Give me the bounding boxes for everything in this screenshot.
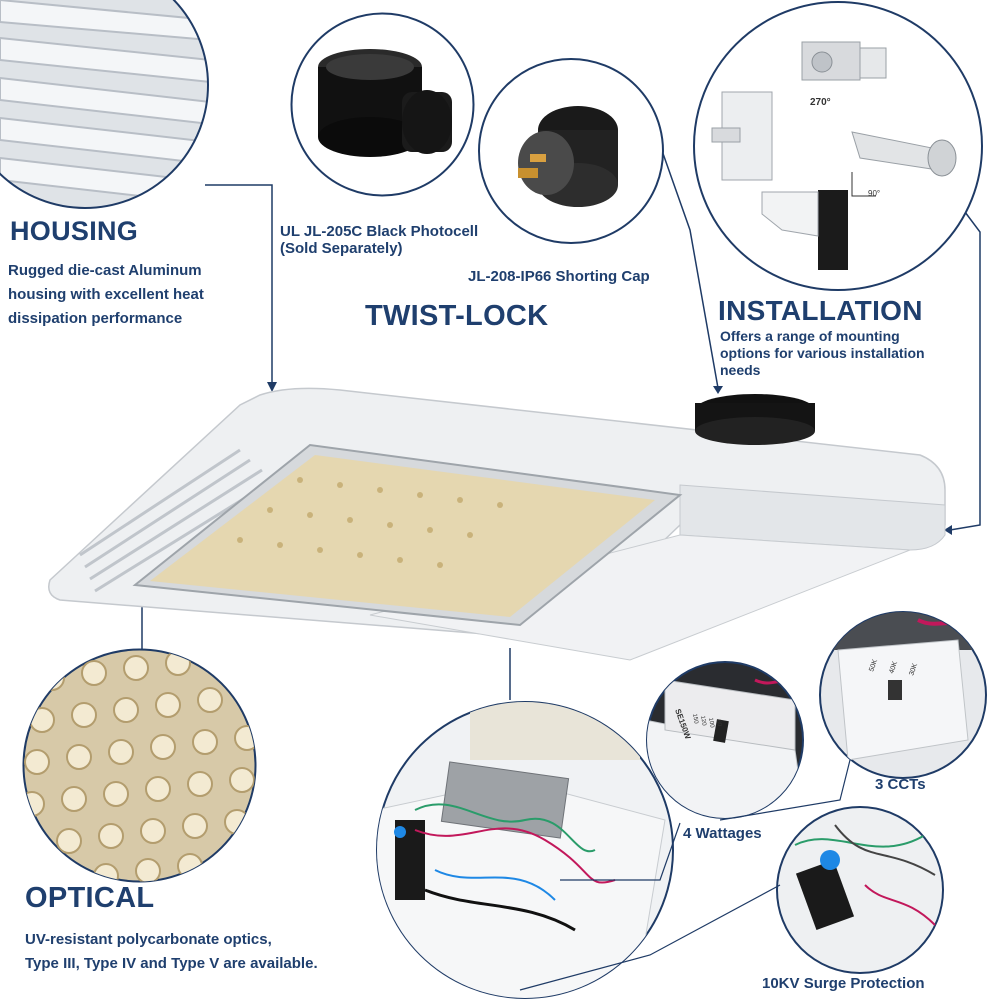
housing-description-line: dissipation performance (8, 310, 183, 327)
cct-switch-illustration: 50K 40K 30K (819, 611, 987, 779)
photocell-label: UL JL-205C Black Photocell (Sold Separat… (280, 223, 478, 257)
optical-title: OPTICAL (25, 882, 155, 914)
surge-protection-label: 10KV Surge Protection (762, 975, 925, 992)
wattage-option-label: 100 (707, 717, 715, 729)
cct-switch-circle: 50K 40K 30K (818, 610, 988, 780)
led-closeup-illustration (22, 648, 257, 883)
surge-protector-illustration (776, 806, 944, 974)
installation-circle: 270° 90° (692, 0, 984, 292)
area-light-fixture (48, 387, 946, 661)
wattages-label: 4 Wattages (683, 825, 762, 842)
wattage-switch-illustration: SE150W 150 120 100 80 (646, 661, 804, 819)
installation-title: INSTALLATION (718, 295, 923, 326)
installation-description: Offers a range of mounting options for v… (720, 328, 925, 379)
rotation-270-label: 270° (810, 97, 831, 108)
shorting-cap-circle (478, 58, 664, 244)
cct-option-label: 40K (888, 660, 899, 674)
photocell-circle (290, 12, 475, 197)
driver-compartment-illustration (376, 701, 674, 999)
optical-led-circle (22, 648, 257, 883)
photocell-icon (290, 12, 475, 197)
twist-lock-title: TWIST-LOCK (365, 300, 549, 332)
mounting-options-illustration: 270° 90° (693, 1, 983, 291)
shorting-cap-icon (478, 58, 664, 244)
optical-description-line: Type III, Type IV and Type V are availab… (25, 955, 318, 972)
housing-fins-illustration (0, 0, 209, 209)
angle-90-label: 90° (868, 189, 880, 198)
wattage-switch-circle: SE150W 150 120 100 80 (645, 660, 805, 820)
driver-compartment-circle (375, 700, 675, 1000)
wattage-option-label: 120 (699, 715, 707, 727)
cct-option-label: 30K (908, 662, 919, 676)
housing-description-line: Rugged die-cast Aluminum (8, 262, 202, 279)
surge-protection-circle (775, 805, 945, 975)
housing-title: HOUSING (10, 216, 139, 246)
cct-option-label: 50K (868, 658, 879, 672)
installation-description-line: needs (720, 362, 761, 378)
wattage-option-label: 150 (691, 713, 699, 725)
housing-description: Rugged die-cast Aluminum housing with ex… (8, 259, 204, 331)
housing-description-line: housing with excellent heat (8, 286, 204, 303)
ccts-label: 3 CCTs (875, 776, 926, 793)
photocell-label-line: (Sold Separately) (280, 240, 403, 257)
optical-description-line: UV-resistant polycarbonate optics, (25, 931, 272, 948)
photocell-label-line: UL JL-205C Black Photocell (280, 223, 479, 240)
shorting-cap-label: JL-208-IP66 Shorting Cap (468, 268, 650, 285)
optical-description: UV-resistant polycarbonate optics, Type … (25, 928, 318, 976)
housing-fins-circle (0, 0, 210, 210)
wattage-option-label: 80 (715, 719, 722, 727)
installation-description-line: Offers a range of mounting (720, 328, 900, 344)
installation-description-line: options for various installation (720, 345, 925, 361)
